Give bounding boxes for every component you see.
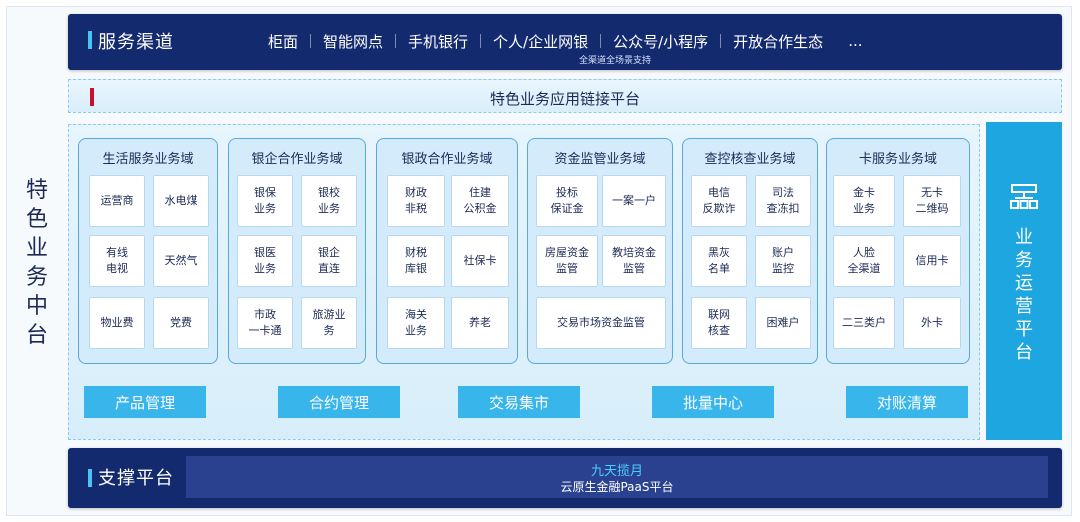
channel-title: 服务渠道: [98, 32, 174, 53]
trading-market-button[interactable]: 交易集市: [458, 386, 580, 418]
service-channel-bar: 服务渠道 柜面 智能网点 手机银行 个人/企业网银 公众号/小程序 开放合作生态…: [68, 14, 1062, 70]
domain-title: 资金监管业务域: [554, 152, 646, 167]
tile-social-security-card: 社保卡: [451, 235, 509, 287]
channel-divider: [395, 34, 397, 48]
channel-item-mini-program: 公众号/小程序: [613, 32, 709, 51]
tile-network-verification: 联网 核查: [691, 297, 747, 349]
channel-item-open-ecosystem: 开放合作生态: [733, 32, 824, 51]
tile-utilities: 水电煤: [153, 175, 209, 227]
business-operations-platform: 业务运营平台: [986, 122, 1062, 440]
tile-pension: 养老: [451, 297, 509, 349]
domain-title: 查控核查业务域: [704, 152, 796, 167]
platform-server-icon: [1010, 184, 1038, 209]
channel-spacer: [835, 34, 836, 48]
tile-foreign-card: 外卡: [903, 297, 961, 349]
tile-bank-enterprise-direct: 银企 直连: [301, 235, 357, 287]
middle-platform-label: 特色业务中台: [25, 178, 48, 348]
channel-item-mobile-bank: 手机银行: [408, 32, 469, 51]
domain-fund-supervision: 资金监管业务域 投标 保证金 一案一户 房屋资金 监管 教培资金 监管 交易市场…: [527, 138, 673, 364]
domain-title: 银政合作业务域: [401, 152, 493, 167]
channel-item-smart-branch: 智能网点: [323, 32, 384, 51]
paas-platform-name: 九天揽月: [590, 464, 643, 479]
tile-class-ii-iii-account: 二三类户: [833, 297, 895, 349]
tile-property-fee: 物业费: [89, 297, 145, 349]
link-platform-marker: [90, 88, 94, 106]
tile-customs: 海关 业务: [387, 297, 445, 349]
tile-bank-hospital: 银医 业务: [237, 235, 293, 287]
tile-judicial-freeze: 司法 查冻扣: [755, 175, 811, 227]
domain-title: 银企合作业务域: [251, 152, 343, 167]
tile-housing-fund: 住建 公积金: [451, 175, 509, 227]
paas-platform-box: 九天揽月 云原生金融PaaS平台: [186, 456, 1048, 498]
link-platform: 特色业务应用链接平台: [68, 79, 1062, 113]
channel-item-more: ...: [848, 32, 863, 50]
support-title-marker: [88, 469, 92, 487]
batch-center-button[interactable]: 批量中心: [652, 386, 774, 418]
operations-platform-label: 业务运营平台: [1015, 227, 1033, 363]
tile-account-monitoring: 账户 监控: [755, 235, 811, 287]
tile-face-omnichannel: 人脸 全渠道: [833, 235, 895, 287]
tile-cable-tv: 有线 电视: [89, 235, 145, 287]
tile-cardless-qr: 无卡 二维码: [903, 175, 961, 227]
tile-bid-bond: 投标 保证金: [536, 175, 598, 227]
product-management-button[interactable]: 产品管理: [84, 386, 206, 418]
tile-bancassurance: 银保 业务: [237, 175, 293, 227]
link-platform-title: 特色业务应用链接平台: [489, 90, 640, 108]
channel-divider: [720, 34, 722, 48]
tile-gold-card: 金卡 业务: [833, 175, 895, 227]
channel-title-marker: [88, 31, 92, 49]
channel-divider: [310, 34, 312, 48]
tile-market-fund-supervision: 交易市场资金监管: [536, 297, 666, 349]
domain-inquiry-control: 查控核查业务域 电信 反欺诈 司法 查冻扣 黑灰 名单 账户 监控 联网 核查 …: [682, 138, 818, 364]
reconciliation-clearing-button[interactable]: 对账清算: [846, 386, 968, 418]
channel-divider: [600, 34, 602, 48]
channel-subtitle: 全渠道全场景支持: [578, 56, 651, 66]
paas-platform-description: 云原生金融PaaS平台: [560, 480, 674, 494]
channel-item-counter: 柜面: [268, 32, 299, 51]
contract-management-button[interactable]: 合约管理: [278, 386, 400, 418]
tile-education-fund-supervision: 教培资金 监管: [602, 235, 666, 287]
tile-credit-card: 信用卡: [903, 235, 961, 287]
channel-item-online-bank: 个人/企业网银: [493, 32, 589, 51]
tile-tourism: 旅游业 务: [301, 297, 357, 349]
tile-one-case-one-account: 一案一户: [602, 175, 666, 227]
tile-bank-school: 银校 业务: [301, 175, 357, 227]
support-platform-bar: 支撑平台 九天揽月 云原生金融PaaS平台: [68, 448, 1062, 508]
tile-blacklist: 黑灰 名单: [691, 235, 747, 287]
channel-divider: [480, 34, 482, 48]
support-title: 支撑平台: [98, 468, 174, 489]
channel-items: 柜面 智能网点 手机银行 个人/企业网银 公众号/小程序 开放合作生态 ...: [268, 30, 1048, 52]
domain-bank-government: 银政合作业务域 财政 非税 住建 公积金 财税 库银 社保卡 海关 业务 养老: [376, 138, 518, 364]
domain-title: 卡服务业务域: [858, 152, 937, 167]
tile-non-tax-revenue: 财政 非税: [387, 175, 445, 227]
tile-treasury: 财税 库银: [387, 235, 445, 287]
domain-life-services: 生活服务业务域 运营商 水电煤 有线 电视 天然气 物业费 党费: [78, 138, 218, 364]
domain-card-services: 卡服务业务域 金卡 业务 无卡 二维码 人脸 全渠道 信用卡 二三类户 外卡: [826, 138, 970, 364]
tile-housing-fund-supervision: 房屋资金 监管: [536, 235, 598, 287]
domain-bank-enterprise: 银企合作业务域 银保 业务 银校 业务 银医 业务 银企 直连 市政 一卡通 旅…: [228, 138, 366, 364]
tile-needy-household: 困难户: [755, 297, 811, 349]
tile-party-fee: 党费: [153, 297, 209, 349]
tile-natural-gas: 天然气: [153, 235, 209, 287]
tile-telecom: 运营商: [89, 175, 145, 227]
tile-anti-fraud: 电信 反欺诈: [691, 175, 747, 227]
tile-municipal-card: 市政 一卡通: [237, 297, 293, 349]
domain-title: 生活服务业务域: [102, 152, 194, 167]
